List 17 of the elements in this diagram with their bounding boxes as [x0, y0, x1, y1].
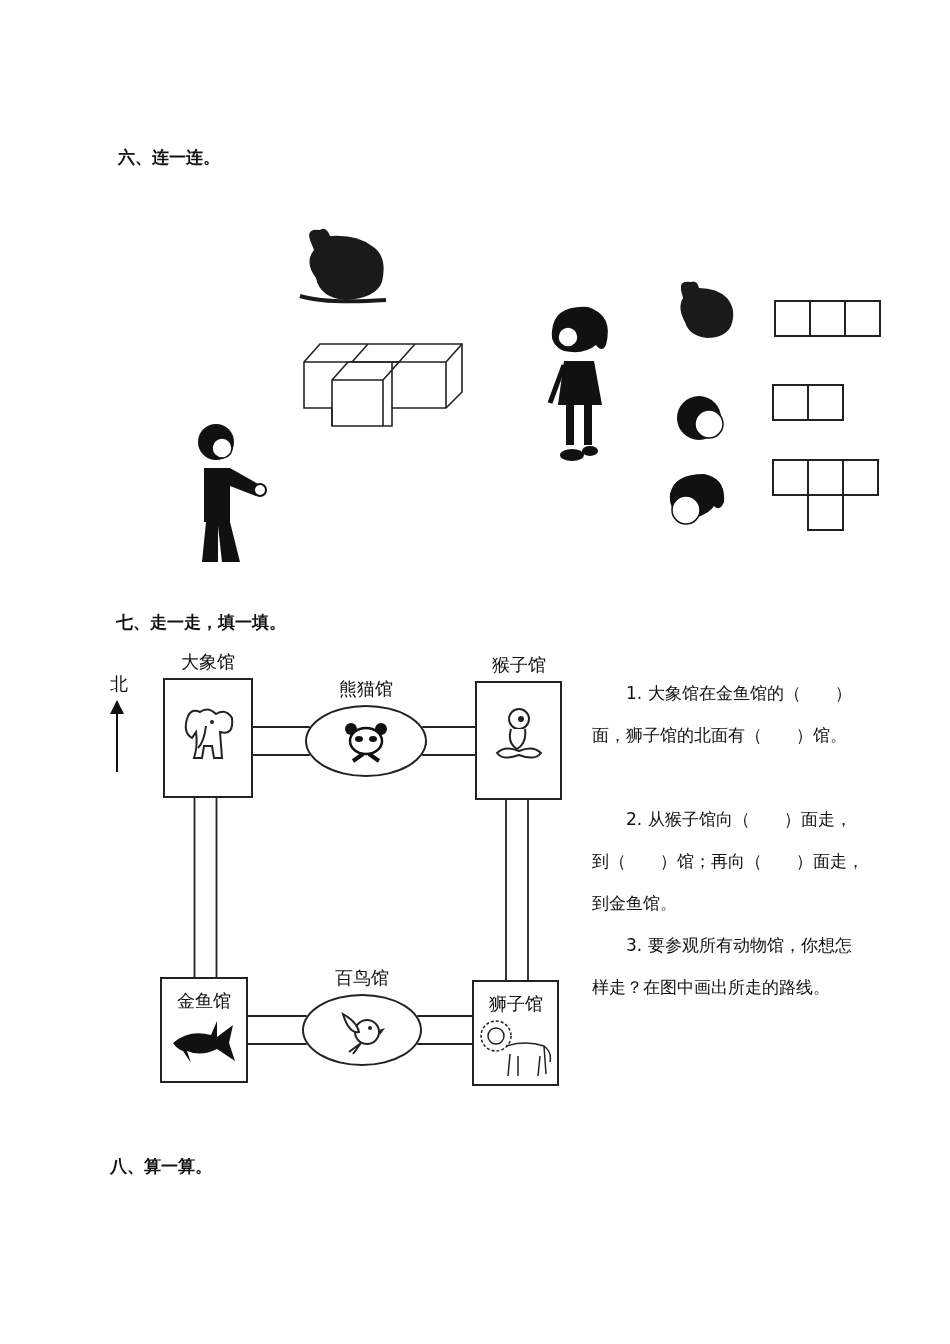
north-label: 北: [110, 672, 128, 696]
road-path: [505, 799, 529, 981]
hall-box: [472, 980, 559, 1086]
question-text: 1. 大象馆在金鱼馆的（ ）面，狮子馆的北面有（ ）馆。: [592, 682, 853, 747]
hall-name: 猴子馆: [491, 653, 546, 677]
hall-name: 金鱼馆: [177, 989, 231, 1013]
section-heading: 六、连一连。: [118, 146, 220, 169]
hall-box: [160, 977, 248, 1083]
hall-name: 狮子馆: [488, 992, 543, 1016]
hall-name: 百鸟馆: [335, 966, 389, 990]
section-heading: 八、算一算。: [110, 1155, 212, 1178]
hall-name: 大象馆: [181, 650, 235, 674]
road-path: [193, 797, 218, 978]
hall-name: 熊猫馆: [339, 677, 393, 701]
section-heading: 七、走一走，填一填。: [116, 611, 286, 634]
question-text: 3. 要参观所有动物馆，你想怎样走？在图中画出所走的路线。: [592, 934, 853, 999]
question-text: 2. 从猴子馆向（ ）面走，到（ ）馆；再向（ ）面走，到金鱼馆。: [592, 808, 864, 915]
